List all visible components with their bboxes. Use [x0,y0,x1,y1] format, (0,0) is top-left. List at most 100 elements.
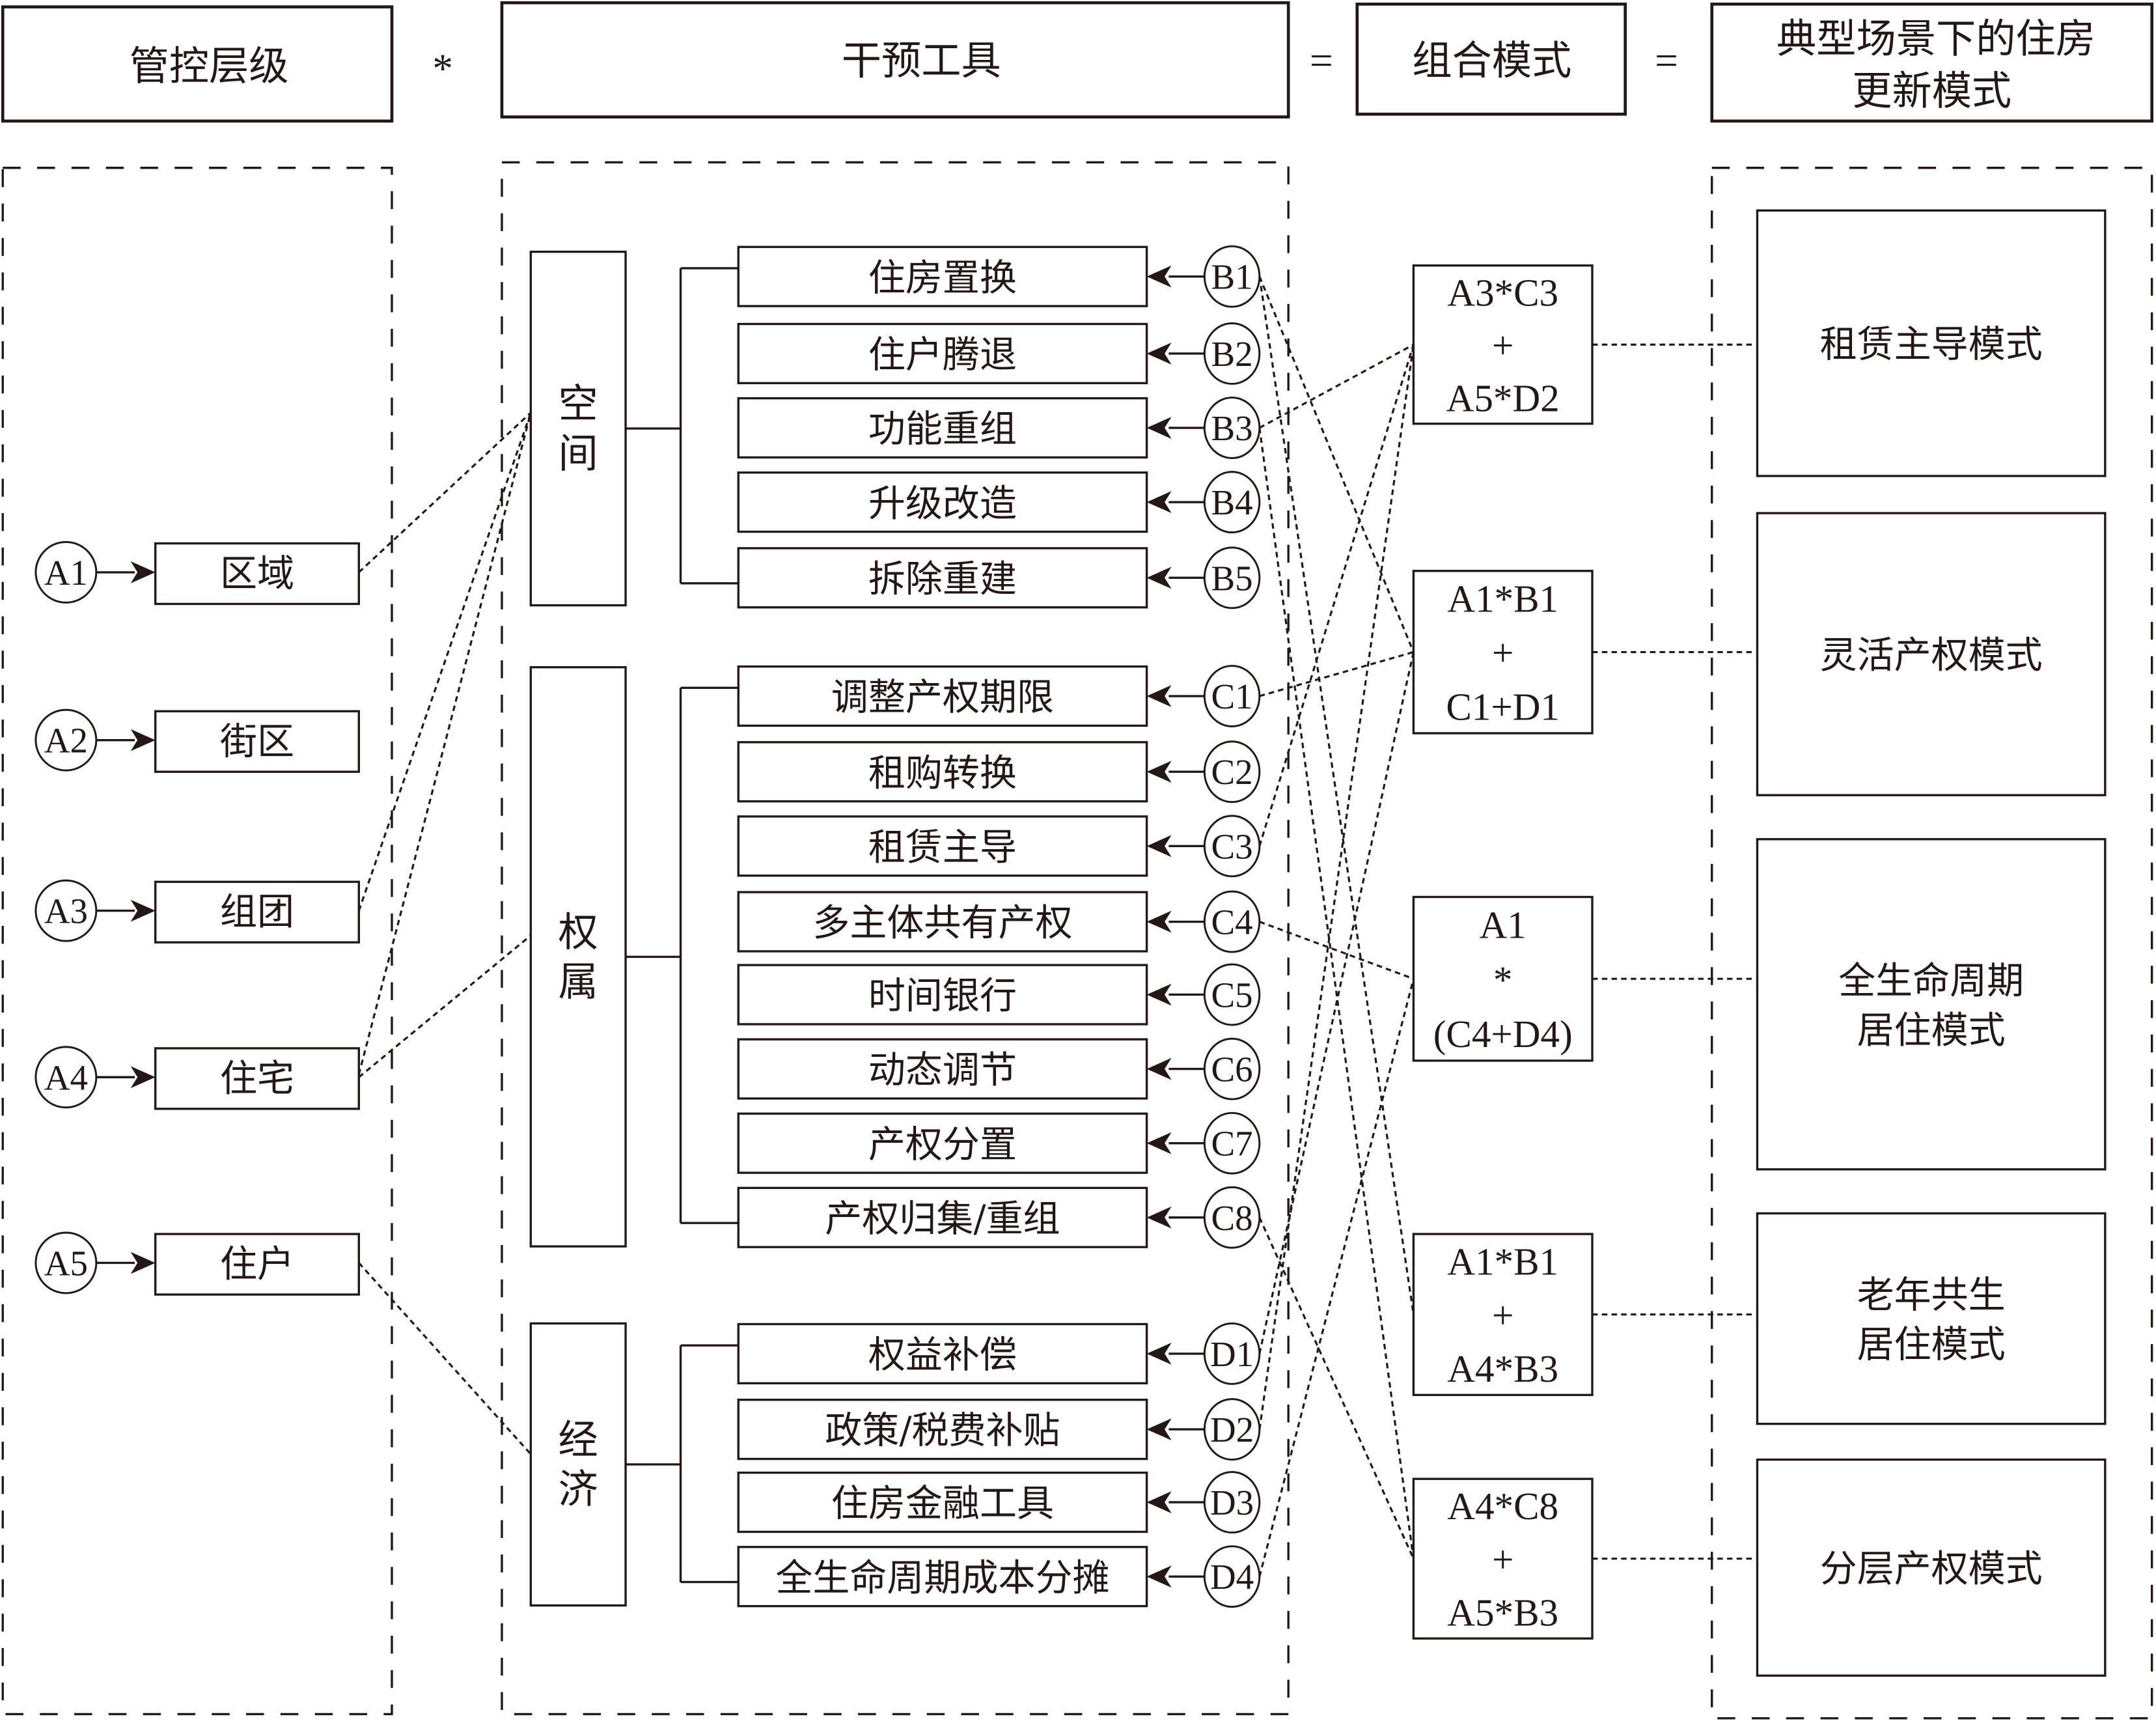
arrow-left-icon [1146,1343,1172,1365]
arrow-left-icon [1146,1057,1172,1080]
tool-code-circle [1203,815,1261,878]
level-box [154,1047,360,1110]
combination-formula-line: A4*C8 [1447,1485,1558,1528]
combination-formula-line: (C4+D4) [1433,1013,1573,1056]
tool-label: 调整产权期限 [831,676,1054,719]
arrow-left-icon [1146,685,1172,707]
tool-code: B1 [1211,257,1253,297]
tool-code: D3 [1210,1483,1254,1522]
tool-box [737,665,1148,727]
category-label-char: 经 [559,1417,598,1463]
header-combination-mode-box [1355,3,1627,116]
tool-to-combination-link [1258,1217,1415,1560]
level-box [154,1233,360,1296]
header-intervention-tools-label: 干预工具 [842,38,1001,84]
arrow-left-icon [1146,1491,1172,1513]
tool-code-circle [1203,740,1261,804]
tool-code: C7 [1211,1124,1253,1164]
scenario-mode-box [1756,838,2107,1171]
scenario-mode-box [1756,1458,2107,1677]
level-code: A5 [44,1243,88,1283]
arrow-right-icon [130,561,156,583]
scenario-mode-label: 全生命周期 [1838,959,2024,1002]
category-box [529,665,627,1248]
category-box [529,1322,627,1607]
tool-box [737,1546,1148,1608]
arrow-right-icon [130,1252,156,1274]
tool-code-circle [1203,1398,1261,1461]
tool-code: C4 [1211,902,1253,942]
tool-code: B5 [1211,558,1253,598]
header-row: 管控层级 * 干预工具 = 组合模式 = 典型场景下的住房 更新模式 [1,1,2153,123]
tool-label: 权益补偿 [868,1334,1017,1377]
tool-code-circle [1203,397,1261,460]
header-typical-scenario-line2: 更新模式 [1852,68,2011,115]
tool-to-combination-link [1258,344,1415,1430]
tool-code-circle [1203,890,1261,953]
tool-code-circle [1203,322,1261,385]
combination-box [1412,264,1594,425]
tool-b5: 拆除重建 B5 [737,546,1261,609]
level-box [154,542,360,606]
combination-formula-line: C1+D1 [1446,686,1560,729]
tool-box [737,322,1148,385]
tool-to-combination-link [1258,276,1415,1315]
control-level-container [1,167,393,1716]
header-control-level-box [1,5,394,123]
combination-formula-line: A5*D2 [1446,376,1560,419]
combination-formula-line: + [1492,1538,1513,1581]
tool-code-circle [1203,471,1261,534]
combination-formula-line: + [1492,324,1513,367]
tool-box [737,1112,1148,1174]
tool-label: 拆除重建 [868,557,1017,600]
tool-code: D4 [1210,1557,1254,1597]
tool-code-circle [1203,1322,1261,1385]
tool-label: 时间银行 [868,975,1017,1018]
arrow-left-icon [1146,761,1172,783]
scenario-mode-label: 居住模式 [1857,1323,2006,1366]
equals-operator-1: = [1310,38,1333,83]
tool-code-circle [1203,665,1261,727]
tool-code: C8 [1211,1198,1253,1238]
tool-label: 住户腾退 [868,333,1017,376]
arrow-left-icon [1146,835,1172,858]
combination-formula-line: A1*B1 [1447,577,1558,620]
tool-label: 全生命周期成本分摊 [775,1556,1109,1599]
tool-box [737,741,1148,803]
arrow-right-icon [130,729,156,751]
scenario-mode-label: 租赁主导模式 [1820,323,2043,366]
tool-box [737,891,1148,953]
level-to-category-link [358,412,532,574]
intervention-tools-container [501,161,1290,1716]
tool-box [737,1398,1148,1461]
scenario-mode-box [1756,1212,2107,1425]
tool-label: 多主体共有产权 [812,902,1072,945]
tool-to-combination-link [1259,921,1414,980]
tool-code: B3 [1211,408,1253,448]
combination-formula-line: A4*B3 [1447,1347,1558,1390]
combination-formula-line: * [1493,958,1513,1001]
tool-code-circle [1203,1112,1261,1175]
level-code: A1 [44,553,88,593]
tool-code: C3 [1211,826,1253,866]
scenario-mode-label: 老年共生 [1857,1274,2006,1317]
level-code: A3 [44,891,88,931]
multiply-operator: * [432,46,453,92]
arrow-left-icon [1146,1206,1172,1229]
level-label: 组团 [220,891,294,934]
tool-to-combination-link [1258,276,1415,653]
tool-code-circle [1203,546,1261,609]
tool-box [737,1038,1148,1100]
